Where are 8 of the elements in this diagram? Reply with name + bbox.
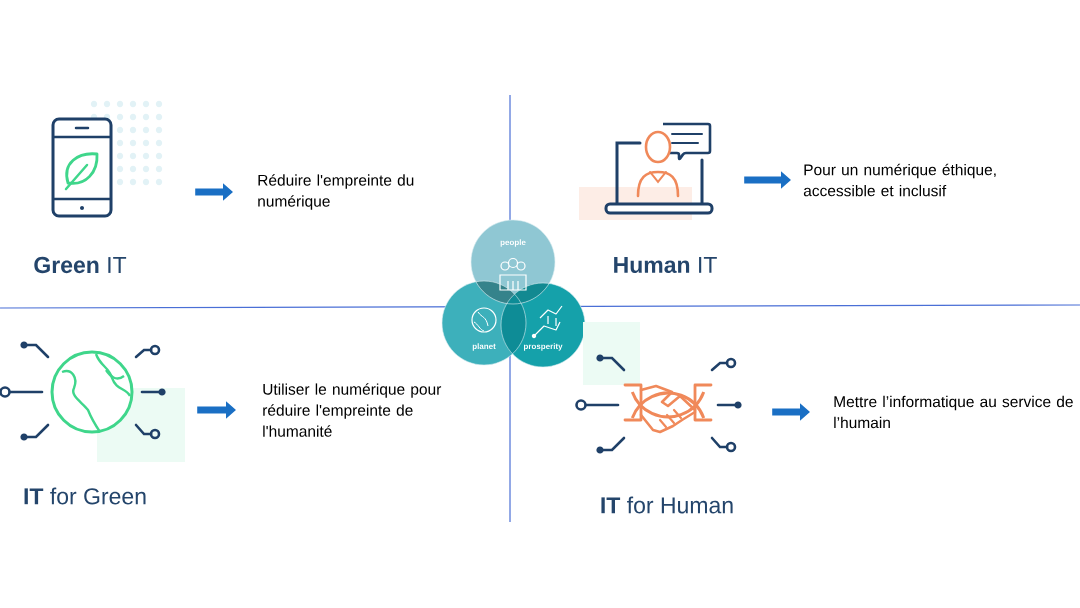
description-text: Utiliser le numérique pour réduire l'empreinte de l'humanité [263,383,442,437]
description-text: Réduire l'empreinte du numérique [258,174,414,210]
description-text: Mettre l’informatique au service de l’humain [834,395,1073,429]
description-text: Pour un numérique éthique, accessible et inclusif [803,163,996,197]
quadrant-title: Human IT [614,256,717,273]
quadrant-title: IT for Human [601,496,733,514]
quadrant-title: IT for Green [24,487,146,505]
quadrant-title: Green IT [34,256,127,274]
